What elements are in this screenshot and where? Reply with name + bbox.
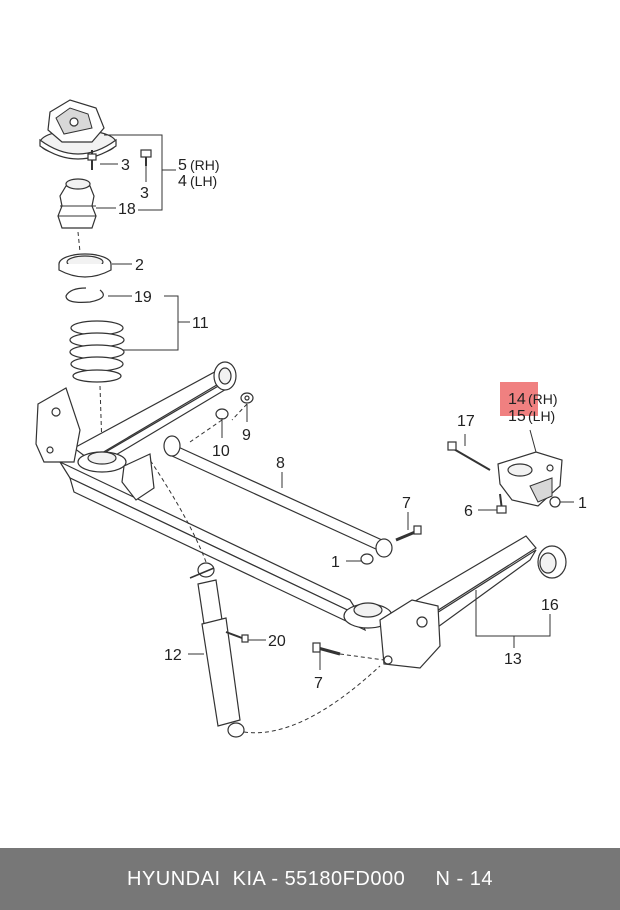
bushing-16 xyxy=(537,545,567,579)
brand-label: HYUNDAI KIA xyxy=(127,867,266,890)
bump-stopper xyxy=(57,178,97,229)
bolt-17 xyxy=(447,441,491,471)
part-info-footer: HYUNDAI KIA - 55180FD000 N - 14 xyxy=(0,848,620,910)
callout-2: 2 xyxy=(135,257,144,274)
bolt-7-upper xyxy=(395,525,422,542)
trailing-arm-bracket xyxy=(497,451,563,507)
callout-7-upper: 7 xyxy=(402,495,411,512)
rear-suspension-diagram: 3 3 5 (RH) 4 (LH) 18 2 19 11 10 9 8 7 1 … xyxy=(35,99,587,738)
nut-9 xyxy=(240,392,254,404)
torsion-beam-axle xyxy=(35,361,537,669)
mount-bolt xyxy=(87,149,152,170)
callout-11: 11 xyxy=(192,315,209,332)
separator: - xyxy=(265,867,285,890)
callout-14-side: (RH) xyxy=(528,391,558,407)
callout-5: 5 xyxy=(178,157,187,174)
nut-1-left xyxy=(360,553,374,565)
callout-10: 10 xyxy=(212,443,230,460)
callout-labels: 3 3 5 (RH) 4 (LH) 18 2 19 11 10 9 8 7 1 … xyxy=(118,157,587,692)
callout-4-side: (LH) xyxy=(190,173,217,189)
callout-18: 18 xyxy=(118,201,136,218)
leader-lines xyxy=(96,134,574,670)
bolt-6 xyxy=(496,493,507,514)
callout-20: 20 xyxy=(268,633,286,650)
callout-17: 17 xyxy=(457,413,475,430)
upper-spring-mount xyxy=(39,99,117,160)
callout-6: 6 xyxy=(464,503,473,520)
diagram-position: N - 14 xyxy=(435,867,493,890)
coil-spring xyxy=(69,320,125,383)
callout-16: 16 xyxy=(541,597,559,614)
callout-15-side: (LH) xyxy=(528,408,555,424)
callout-15: 15 xyxy=(508,408,526,425)
part-number: 55180FD000 xyxy=(284,867,406,890)
lateral-rod xyxy=(163,435,393,558)
washer-10 xyxy=(215,408,229,420)
callout-3-upper: 3 xyxy=(121,157,130,174)
callout-1-left: 1 xyxy=(331,554,340,571)
callout-8: 8 xyxy=(276,455,285,472)
nut-1-right xyxy=(549,496,561,508)
callout-13: 13 xyxy=(504,651,522,668)
callout-3-lower: 3 xyxy=(140,185,149,202)
callout-12: 12 xyxy=(164,647,182,664)
highlight-box xyxy=(500,382,538,416)
bolt-20 xyxy=(225,631,249,643)
callout-9: 9 xyxy=(242,427,251,444)
callout-5-side: (RH) xyxy=(190,157,220,173)
shock-absorber xyxy=(189,562,245,738)
callout-1-right: 1 xyxy=(578,495,587,512)
spring-pad xyxy=(58,253,112,278)
footer-text: HYUNDAI KIA - 55180FD000 N - 14 xyxy=(127,868,493,891)
callout-19: 19 xyxy=(134,289,152,306)
callout-4: 4 xyxy=(178,173,187,190)
callout-14: 14 xyxy=(508,391,526,408)
callout-7-lower: 7 xyxy=(314,675,323,692)
spring-seat-ring xyxy=(65,287,104,303)
bolt-7-lower xyxy=(312,642,341,656)
